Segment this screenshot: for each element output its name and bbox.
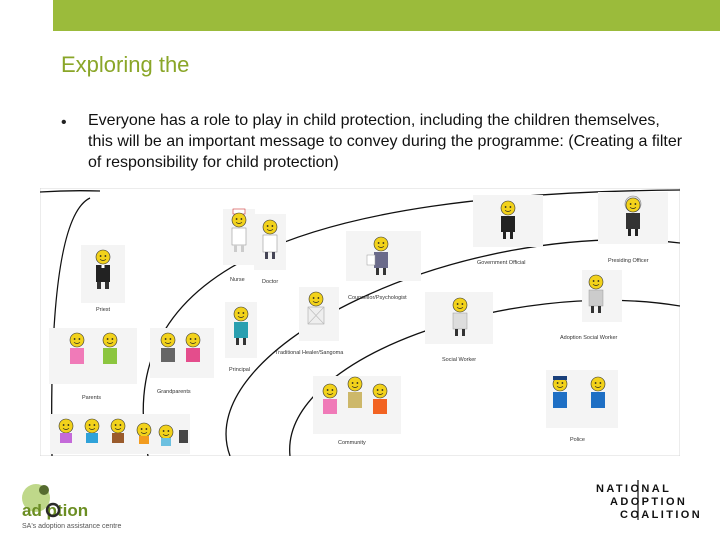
children-figures bbox=[50, 414, 190, 454]
police-figure bbox=[546, 370, 618, 428]
parents-figure bbox=[49, 328, 137, 384]
logo-right-line1: NATIONAL bbox=[596, 483, 671, 495]
slide-title: Exploring the bbox=[61, 52, 190, 77]
traditional-healer-figure bbox=[299, 287, 339, 341]
counsellor-figure bbox=[346, 231, 421, 281]
label-government-official: Government Official bbox=[477, 260, 526, 266]
label-community: Community bbox=[338, 440, 366, 446]
label-nurse: Nurse bbox=[230, 277, 245, 283]
label-social-worker: Social Worker bbox=[442, 357, 476, 363]
presiding-officer-figure bbox=[598, 192, 668, 244]
logo-left-name: ad ption bbox=[22, 501, 88, 520]
bullet-marker: • bbox=[61, 114, 67, 131]
label-priest: Priest bbox=[96, 307, 111, 313]
label-presiding-officer: Presiding Officer bbox=[608, 258, 649, 264]
label-parents: Parents bbox=[82, 395, 101, 401]
bullet-text: Everyone has a role to play in child pro… bbox=[88, 112, 683, 171]
principal-figure bbox=[225, 302, 257, 358]
nurse-figure bbox=[223, 208, 255, 265]
label-police: Police bbox=[570, 437, 585, 443]
label-counsellor: Counsellor/Psychologist bbox=[348, 295, 407, 301]
adoption-social-worker-figure bbox=[582, 270, 622, 322]
addoption-logo: ad ption SA's adoption assistance centre bbox=[22, 484, 122, 530]
label-principal: Principal bbox=[229, 367, 250, 373]
label-adoption-social-worker: Adoption Social Worker bbox=[560, 335, 618, 341]
national-adoption-coalition-logo: NATIONAL ADOPTION COALITION bbox=[596, 480, 702, 521]
arc-line bbox=[225, 239, 680, 456]
community-figure bbox=[313, 376, 401, 434]
label-grandparents: Grandparents bbox=[157, 389, 191, 395]
doctor-figure bbox=[254, 214, 286, 270]
top-accent-bar bbox=[53, 0, 720, 31]
logo-right-line2: ADOPTION bbox=[610, 496, 687, 508]
logo-right-line3: COALITION bbox=[620, 509, 702, 521]
government-official-figure bbox=[473, 195, 543, 247]
priest-figure bbox=[81, 245, 125, 303]
social-worker-figure bbox=[425, 292, 493, 344]
label-traditional-healer: Traditional Healer/Sangoma bbox=[275, 350, 344, 356]
label-doctor: Doctor bbox=[262, 279, 278, 285]
arc-line bbox=[51, 197, 91, 456]
grandparents-figure bbox=[150, 328, 214, 378]
arc-line bbox=[40, 190, 101, 193]
responsibility-diagram: Priest Nurse Doctor Counsellor/Psycholog… bbox=[40, 188, 680, 456]
logo-left-tagline: SA's adoption assistance centre bbox=[22, 523, 122, 530]
